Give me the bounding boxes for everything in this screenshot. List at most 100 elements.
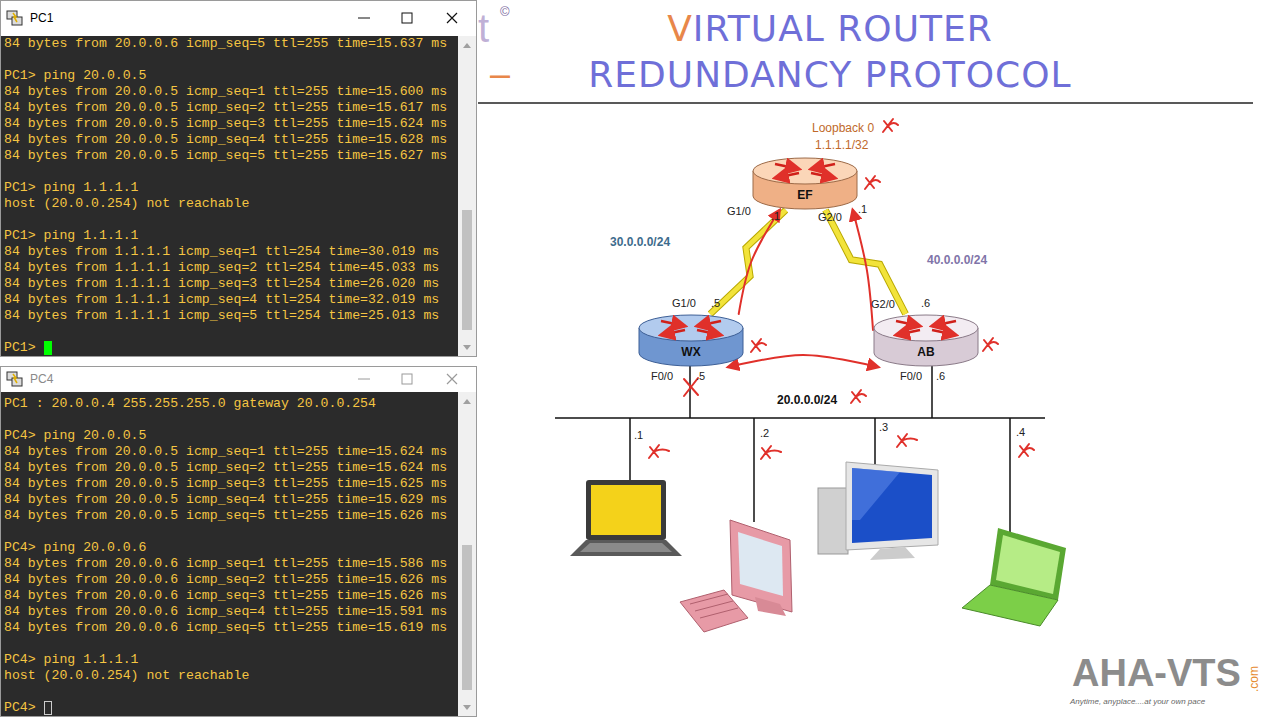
network-label: .5 (711, 297, 720, 310)
router-symbol (873, 314, 979, 367)
pen-tick (761, 446, 781, 459)
router-arrow (775, 164, 799, 169)
app-icon-bolt (13, 13, 17, 22)
terminal-line: 84 bytes from 20.0.0.5 icmp_seq=1 ttl=25… (4, 84, 447, 100)
laptop-keys (580, 543, 672, 552)
laptop-base (962, 585, 1058, 626)
network-label: Loopback 0 (812, 121, 874, 135)
network-label: G2/0 (818, 211, 842, 224)
network-label: 1.1.1.1/32 (815, 138, 868, 152)
terminal-window: PC4PC1 : 20.0.0.4 255.255.255.0 gateway … (0, 366, 477, 717)
title-fragment: t (478, 4, 489, 52)
maximize-button (402, 13, 412, 23)
terminal-line: PC1> ping 1.1.1.1 (4, 180, 139, 196)
router-node: AB (873, 314, 979, 367)
router-name: WX (638, 345, 744, 359)
annotation-arrow (728, 355, 878, 367)
lan-bus (555, 417, 1045, 419)
laptop-icon (962, 528, 1066, 626)
router-node: EF (752, 157, 858, 210)
network-label: .1 (771, 210, 780, 223)
title-fragment: – (490, 52, 510, 95)
monitor-stand (755, 597, 786, 616)
terminal-line: PC4> ping 20.0.0.5 (4, 428, 146, 444)
terminal-line: 84 bytes from 1.1.1.1 icmp_seq=3 ttl=254… (4, 276, 439, 292)
scrollbar-track (458, 392, 476, 716)
scrollbar-thumb (462, 545, 472, 690)
network-label: .5 (696, 370, 705, 383)
laptop-screen (996, 535, 1060, 594)
monitor-screen (852, 468, 932, 543)
link-outline (825, 210, 905, 314)
host-drop (629, 418, 631, 480)
network-label: 40.0.0.0/24 (927, 253, 987, 267)
monitor-frame (846, 462, 938, 550)
terminal-line: PC1> (4, 340, 36, 356)
pen-tick (851, 390, 866, 403)
close-button (447, 13, 457, 23)
close-button (447, 374, 457, 384)
terminal-line: 84 bytes from 20.0.0.5 icmp_seq=4 ttl=25… (4, 132, 447, 148)
watermark: AHA-VTS (1072, 650, 1241, 696)
pen-tick (897, 434, 917, 447)
terminal-line: 84 bytes from 20.0.0.6 icmp_seq=3 ttl=25… (4, 588, 447, 604)
router-drop (931, 366, 933, 418)
terminal-line: PC4> (4, 700, 36, 716)
router-top (753, 158, 857, 184)
monitor-screen (738, 532, 783, 596)
terminal-line: 84 bytes from 20.0.0.5 icmp_seq=2 ttl=25… (4, 460, 447, 476)
network-label: .6 (936, 370, 945, 383)
pen-tick (649, 445, 669, 458)
window-title: PC4 (30, 372, 53, 386)
host-drop (874, 418, 876, 466)
scroll-down-arrow (463, 345, 471, 350)
pen-tick (983, 338, 998, 351)
router-arrow (775, 173, 799, 178)
terminal-screen (1, 36, 458, 356)
terminal-line: 84 bytes from 1.1.1.1 icmp_seq=1 ttl=254… (4, 244, 439, 260)
laptop-base (570, 540, 682, 556)
monitor-stand (870, 547, 915, 560)
network-label: G2/0 (871, 298, 895, 311)
terminal-line: PC1 : 20.0.0.4 255.255.255.0 gateway 20.… (4, 396, 376, 412)
network-label: G1/0 (672, 297, 696, 310)
router-arrow (932, 330, 956, 335)
minimize-button (358, 379, 370, 380)
terminal-line: host (20.0.0.254) not reachable (4, 668, 249, 684)
network-label: .2 (760, 427, 769, 440)
router-arrow (896, 330, 920, 335)
router-drop (689, 366, 691, 418)
network-label: .3 (879, 421, 888, 434)
router-arrow (661, 321, 685, 326)
terminal-line: 84 bytes from 20.0.0.6 icmp_seq=2 ttl=25… (4, 572, 447, 588)
monitor-body (730, 520, 792, 612)
window-border (1, 367, 477, 717)
link-bolt (825, 210, 905, 314)
terminal-line: PC4> ping 1.1.1.1 (4, 652, 139, 668)
terminal-line: 84 bytes from 20.0.0.6 icmp_seq=5 ttl=25… (4, 620, 447, 636)
pen-tick (1019, 444, 1034, 457)
network-label: .1 (858, 203, 867, 216)
pen-tick (883, 119, 898, 132)
router-symbol (752, 157, 858, 210)
title-fragment: © (500, 4, 510, 20)
window-border (1, 1, 477, 357)
pc-tower (818, 488, 848, 554)
watermark: .com (1247, 666, 1261, 692)
router-name: AB (873, 345, 979, 359)
network-label: .1 (634, 429, 643, 442)
terminal-line: 84 bytes from 20.0.0.6 icmp_seq=1 ttl=25… (4, 556, 447, 572)
host-drop (1009, 418, 1011, 532)
scroll-up-arrow (463, 399, 471, 404)
terminal-line: 84 bytes from 1.1.1.1 icmp_seq=2 ttl=254… (4, 260, 439, 276)
terminal-line: PC4> ping 20.0.0.6 (4, 540, 146, 556)
terminal-line: 84 bytes from 20.0.0.5 icmp_seq=3 ttl=25… (4, 476, 447, 492)
serial-link (825, 210, 905, 314)
watermark: Anytime, anyplace....at your own pace (1070, 697, 1205, 707)
terminal-line: 84 bytes from 20.0.0.5 icmp_seq=5 ttl=25… (4, 508, 447, 524)
pen-cross (684, 378, 698, 396)
scrollbar-thumb (462, 210, 472, 330)
network-label: F0/0 (651, 370, 673, 383)
router-symbol (638, 314, 744, 367)
